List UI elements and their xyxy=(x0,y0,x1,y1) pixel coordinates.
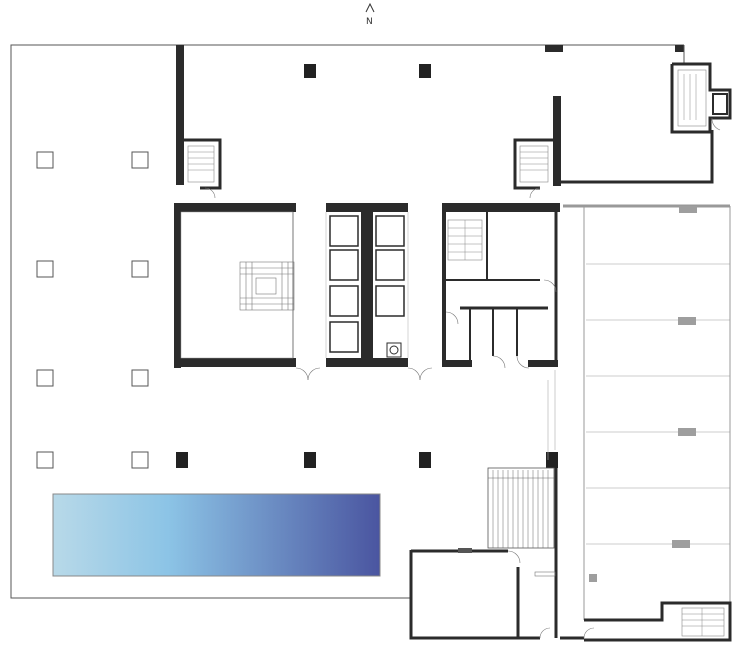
structural-columns xyxy=(176,64,558,468)
grand-stair xyxy=(487,467,558,552)
parking-markers xyxy=(589,206,697,582)
open-columns xyxy=(36,151,149,469)
door-swings xyxy=(711,117,721,131)
central-stair-room xyxy=(174,203,321,381)
southeast-stair xyxy=(584,601,732,642)
service-rooms xyxy=(442,203,560,369)
parking-zone xyxy=(563,204,731,620)
stair-icon xyxy=(239,261,295,311)
north-block-walls xyxy=(176,45,714,186)
south-annex xyxy=(409,548,595,640)
north-right-stair xyxy=(513,138,553,199)
north-arrow-icon: N xyxy=(365,2,375,27)
corridor-lines xyxy=(547,370,556,460)
north-left-stair xyxy=(184,138,222,199)
northeast-stair xyxy=(670,62,732,134)
north-label: N xyxy=(366,17,373,27)
elevator-core xyxy=(325,203,433,381)
outer-boundary xyxy=(10,44,684,599)
swimming-pool xyxy=(52,493,381,577)
